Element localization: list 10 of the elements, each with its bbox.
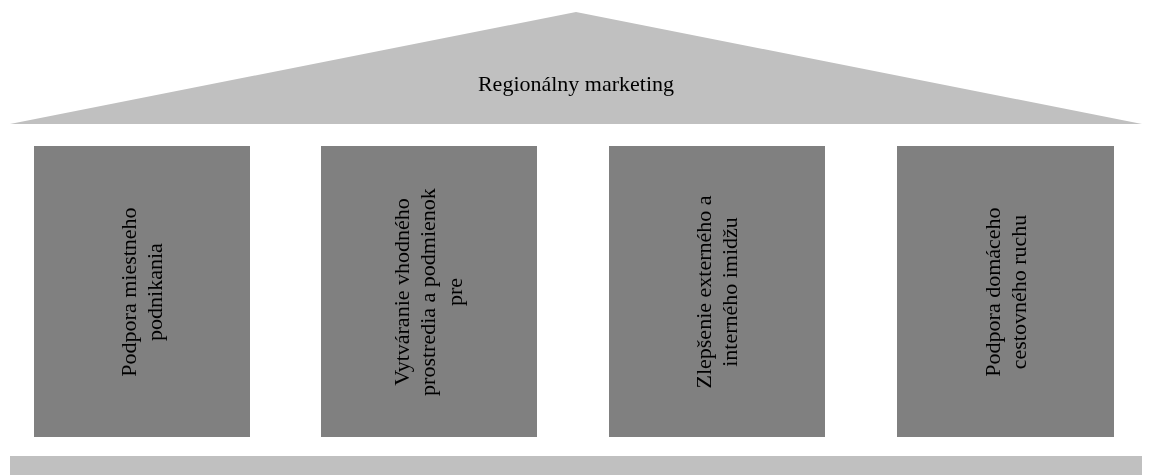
pillar-box: [34, 146, 250, 437]
pillar-box: [321, 146, 537, 437]
pillar-label: Zlepšenie externého a interného imidžu: [690, 194, 743, 390]
pillar-label: Podpora miestneho podnikania: [115, 205, 168, 379]
base-bar: [10, 456, 1142, 475]
pillar-label: Vytváranie vhodného prostredia a podmienok pre: [389, 186, 469, 398]
roof-label: Regionálny marketing: [477, 70, 675, 98]
pillar-label: Podpora domáceho cestovného ruchu: [979, 205, 1032, 379]
pillar-box: [897, 146, 1114, 437]
pillar-box: [609, 146, 825, 437]
